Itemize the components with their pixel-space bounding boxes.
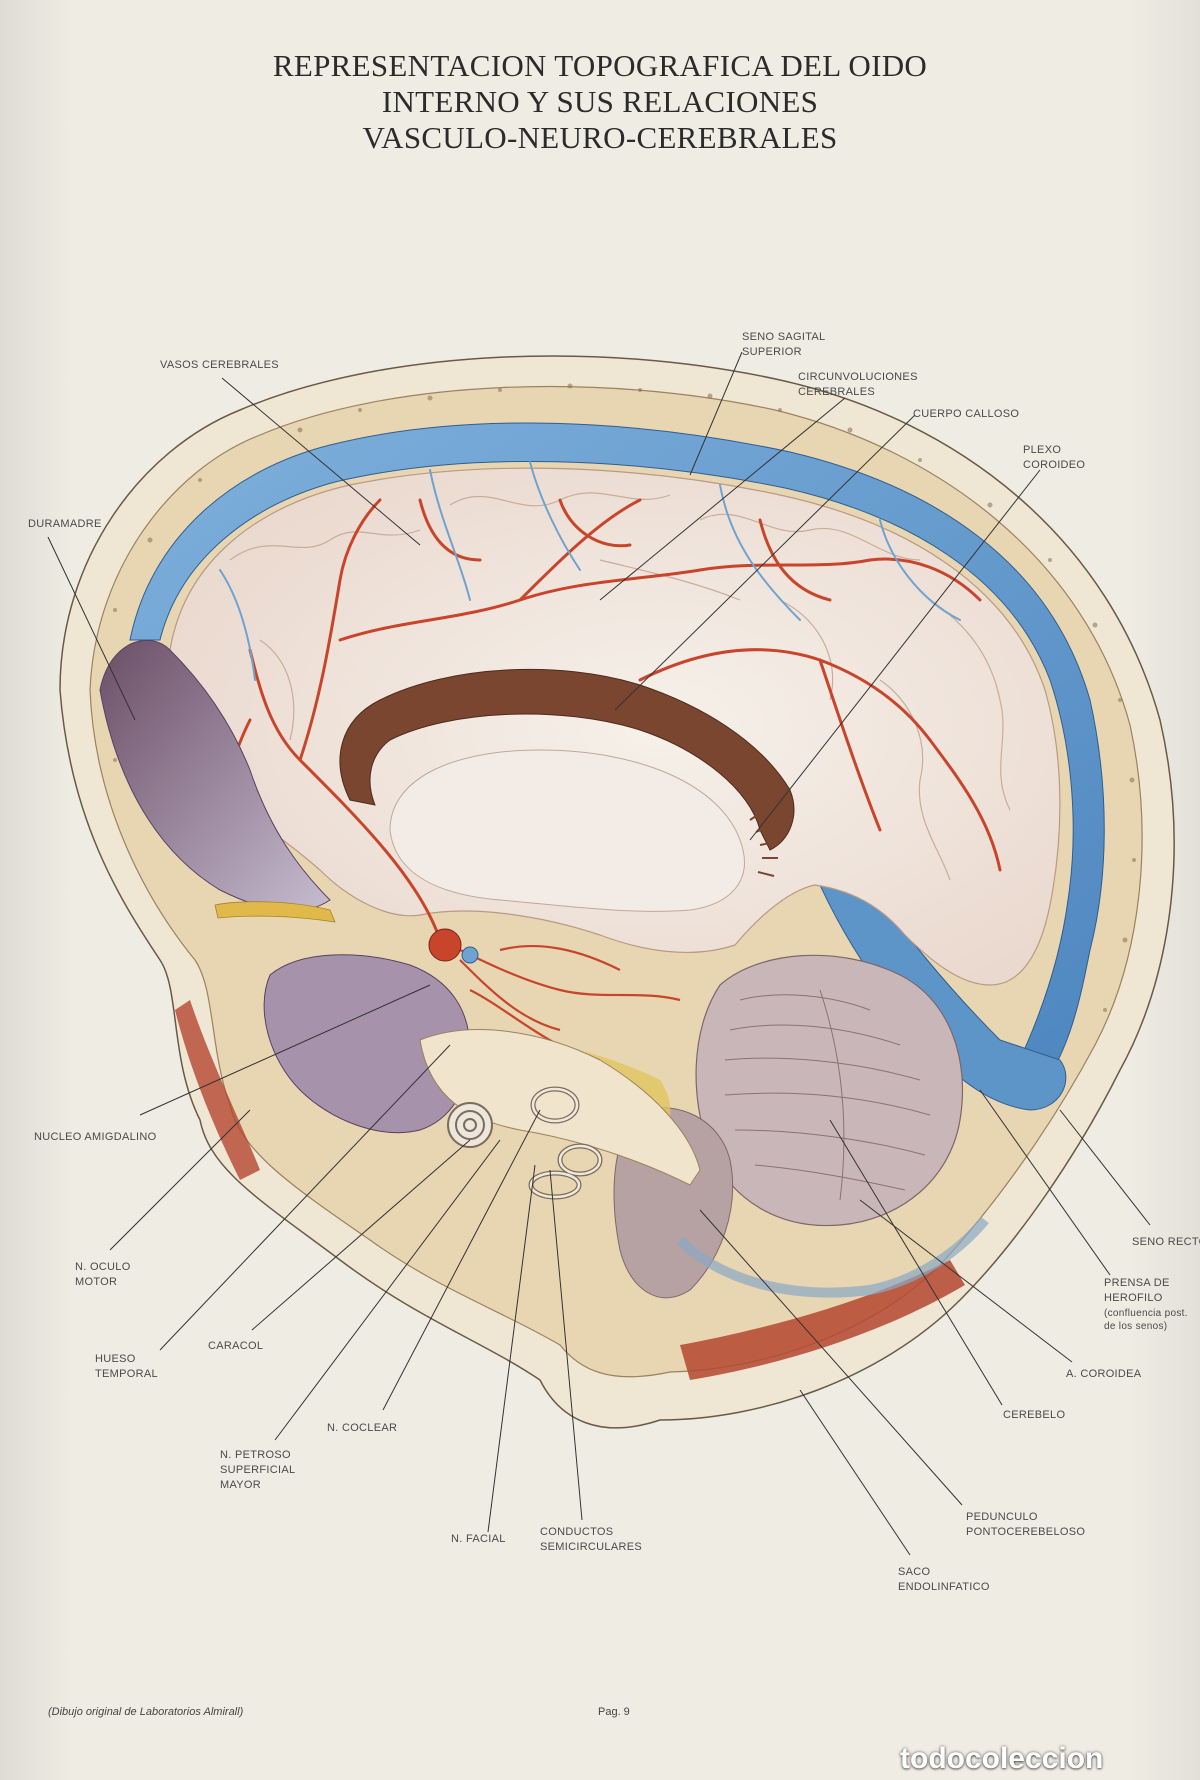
label-saco: SACO ENDOLINFATICO	[898, 1566, 990, 1593]
cerebellar-folia	[724, 989, 931, 1201]
label-hueso-temporal-l1: HUESO	[95, 1353, 136, 1365]
label-plexo-coroideo-l2: COROIDEO	[1023, 459, 1085, 471]
cerebral-arteries	[227, 498, 1002, 942]
label-n-oculo-motor-l2: MOTOR	[75, 1276, 117, 1288]
label-prensa-herofilo-l2: HEROFILO	[1104, 1292, 1163, 1304]
label-n-oculo-motor-l1: N. OCULO	[75, 1261, 131, 1273]
label-prensa-herofilo: PRENSA DE HEROFILO (confluencia post. de…	[1104, 1277, 1188, 1332]
page-number: Pag. 9	[598, 1706, 630, 1718]
label-pedunculo-l2: PONTOCEREBELOSO	[966, 1526, 1085, 1538]
label-seno-sagital: SENO SAGITAL SUPERIOR	[742, 331, 825, 358]
label-caracol-l1: CARACOL	[208, 1340, 263, 1352]
label-vasos-cerebrales-l1: VASOS CEREBRALES	[160, 359, 279, 371]
frontal-sinus-region	[99, 640, 331, 912]
label-caracol: CARACOL	[208, 1340, 263, 1352]
page-title: REPRESENTACION TOPOGRAFICA DEL OIDO INTE…	[150, 48, 1050, 156]
label-n-petroso-l1: N. PETROSO	[220, 1449, 291, 1461]
title-line-1: REPRESENTACION TOPOGRAFICA DEL OIDO	[272, 48, 928, 83]
carotid-knot	[428, 928, 479, 964]
thalamus	[389, 749, 745, 912]
cerebral-veins	[219, 461, 961, 681]
cerebellum	[695, 954, 964, 1227]
label-vasos-cerebrales: VASOS CEREBRALES	[160, 359, 279, 371]
label-duramadre: DURAMADRE	[28, 518, 102, 530]
label-n-petroso: N. PETROSO SUPERFICIAL MAYOR	[220, 1449, 295, 1491]
label-plexo-coroideo-l1: PLEXO	[1023, 444, 1061, 456]
label-circunvoluciones-l1: CIRCUNVOLUCIONES	[798, 371, 918, 383]
label-n-oculo-motor: N. OCULO MOTOR	[75, 1261, 131, 1288]
label-conductos-l1: CONDUCTOS	[540, 1526, 613, 1538]
label-seno-sagital-l1: SENO SAGITAL	[742, 331, 825, 343]
label-plexo-coroideo: PLEXO COROIDEO	[1023, 444, 1085, 471]
label-seno-recto-l1: SENO RECTO	[1132, 1236, 1200, 1248]
label-n-facial: N. FACIAL	[451, 1533, 506, 1545]
label-duramadre-l1: DURAMADRE	[28, 518, 102, 530]
label-a-coroidea-l1: A. COROIDEA	[1066, 1368, 1142, 1380]
neck-muscles	[680, 1260, 965, 1380]
label-circunvoluciones: CIRCUNVOLUCIONES CEREBRALES	[798, 371, 918, 398]
label-conductos-l2: SEMICIRCULARES	[540, 1541, 642, 1553]
cochlea	[447, 1102, 493, 1148]
title-line-2: INTERNO Y SUS RELACIONES	[381, 84, 819, 119]
cerebral-hemisphere	[168, 467, 1061, 986]
label-prensa-herofilo-l4: de los senos)	[1104, 1321, 1167, 1332]
title-line-3: VASCULO-NEURO-CEREBRALES	[362, 120, 838, 155]
label-pedunculo: PEDUNCULO PONTOCEREBELOSO	[966, 1511, 1085, 1538]
optic-nerve	[214, 901, 336, 923]
label-hueso-temporal: HUESO TEMPORAL	[95, 1353, 158, 1380]
label-n-petroso-l2: SUPERFICIAL	[220, 1464, 295, 1476]
label-cuerpo-calloso: CUERPO CALLOSO	[913, 408, 1019, 420]
label-nucleo-amigdalino-l1: NUCLEO AMIGDALINO	[34, 1131, 157, 1143]
label-n-coclear: N. COCLEAR	[327, 1422, 397, 1434]
footer-credit: (Dibujo original de Laboratorios Almiral…	[48, 1706, 244, 1718]
label-saco-l1: SACO	[898, 1566, 931, 1578]
tentorium-edge	[676, 1216, 989, 1298]
label-cuerpo-calloso-l1: CUERPO CALLOSO	[913, 408, 1019, 420]
label-hueso-temporal-l2: TEMPORAL	[95, 1368, 158, 1380]
label-conductos: CONDUCTOS SEMICIRCULARES	[540, 1526, 642, 1553]
label-circunvoluciones-l2: CEREBRALES	[798, 386, 875, 398]
label-prensa-herofilo-l3: (confluencia post.	[1104, 1308, 1188, 1319]
label-a-coroidea: A. COROIDEA	[1066, 1368, 1142, 1380]
label-saco-l2: ENDOLINFATICO	[898, 1581, 990, 1593]
label-prensa-herofilo-l1: PRENSA DE	[1104, 1277, 1170, 1289]
corpus-callosum	[339, 668, 795, 851]
leader-lines	[47, 351, 1151, 1556]
label-n-coclear-l1: N. COCLEAR	[327, 1422, 397, 1434]
label-cerebelo-l1: CEREBELO	[1003, 1409, 1065, 1421]
choroid-plexus	[749, 811, 778, 877]
temporal-muscle	[175, 1000, 260, 1180]
label-seno-recto: SENO RECTO	[1132, 1236, 1200, 1248]
label-n-petroso-l3: MAYOR	[220, 1479, 261, 1491]
label-nucleo-amigdalino: NUCLEO AMIGDALINO	[34, 1131, 157, 1143]
label-cerebelo: CEREBELO	[1003, 1409, 1065, 1421]
semicircular-canals-inner	[529, 1087, 602, 1199]
watermark: todocoleccion	[900, 1742, 1104, 1775]
label-pedunculo-l1: PEDUNCULO	[966, 1511, 1038, 1523]
label-n-facial-l1: N. FACIAL	[451, 1533, 506, 1545]
label-seno-sagital-l2: SUPERIOR	[742, 346, 802, 358]
